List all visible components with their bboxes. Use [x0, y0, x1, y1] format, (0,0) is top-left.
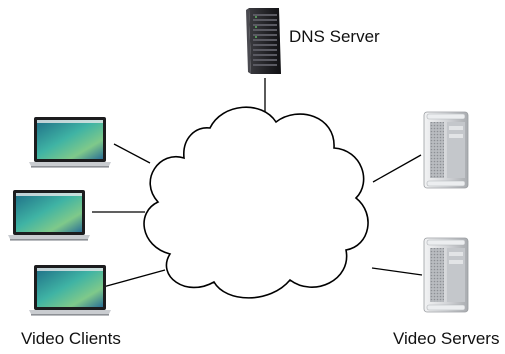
- tower-server-icon: [423, 111, 469, 189]
- connection-lines: [92, 78, 423, 288]
- link-client-3-cloud: [102, 269, 166, 288]
- cloud-icon: [143, 106, 369, 299]
- laptop-icon: [8, 190, 90, 241]
- tower-server-icon: [423, 237, 469, 313]
- dns-server-label: DNS Server: [289, 27, 380, 46]
- link-server-2-cloud: [371, 267, 423, 276]
- laptop-icon: [29, 265, 111, 316]
- link-server-1-cloud: [372, 154, 422, 183]
- link-client-1-cloud: [113, 143, 151, 164]
- video-clients-label: Video Clients: [21, 329, 121, 348]
- rack-server-icon: [246, 8, 281, 74]
- video-servers-label: Video Servers: [393, 329, 500, 348]
- laptop-icon: [29, 117, 111, 168]
